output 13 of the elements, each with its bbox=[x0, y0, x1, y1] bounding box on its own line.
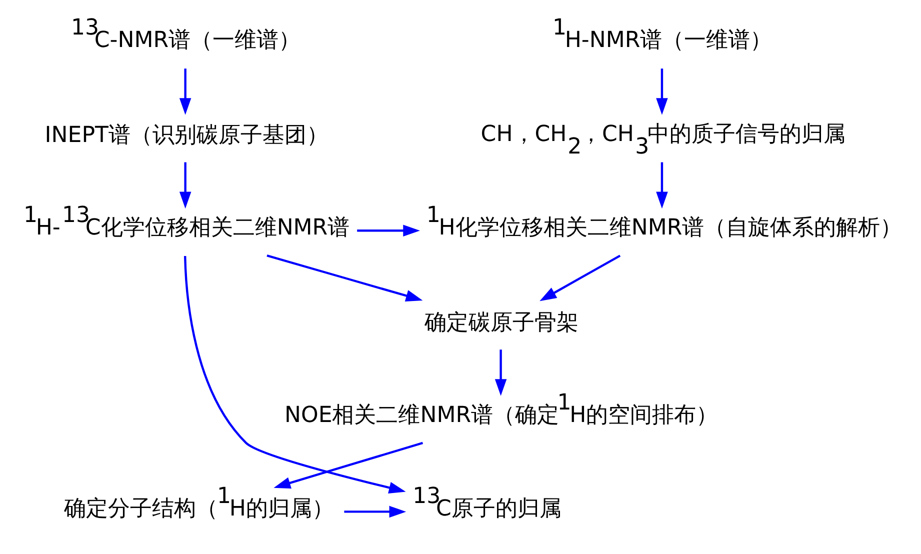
arrow bbox=[184, 255, 406, 493]
arrow bbox=[179, 68, 192, 114]
arrow bbox=[344, 505, 406, 518]
arrow bbox=[274, 441, 424, 488]
node-text: 确定碳原子骨架 bbox=[424, 310, 578, 336]
arrow bbox=[357, 224, 420, 236]
arrow bbox=[656, 162, 668, 208]
arrow bbox=[494, 349, 507, 396]
arrow bbox=[656, 68, 668, 114]
arrow bbox=[179, 162, 192, 208]
node-text: INEPT谱（识别碳原子基团） bbox=[44, 122, 328, 148]
arrow bbox=[266, 254, 423, 301]
arrow bbox=[540, 254, 621, 301]
